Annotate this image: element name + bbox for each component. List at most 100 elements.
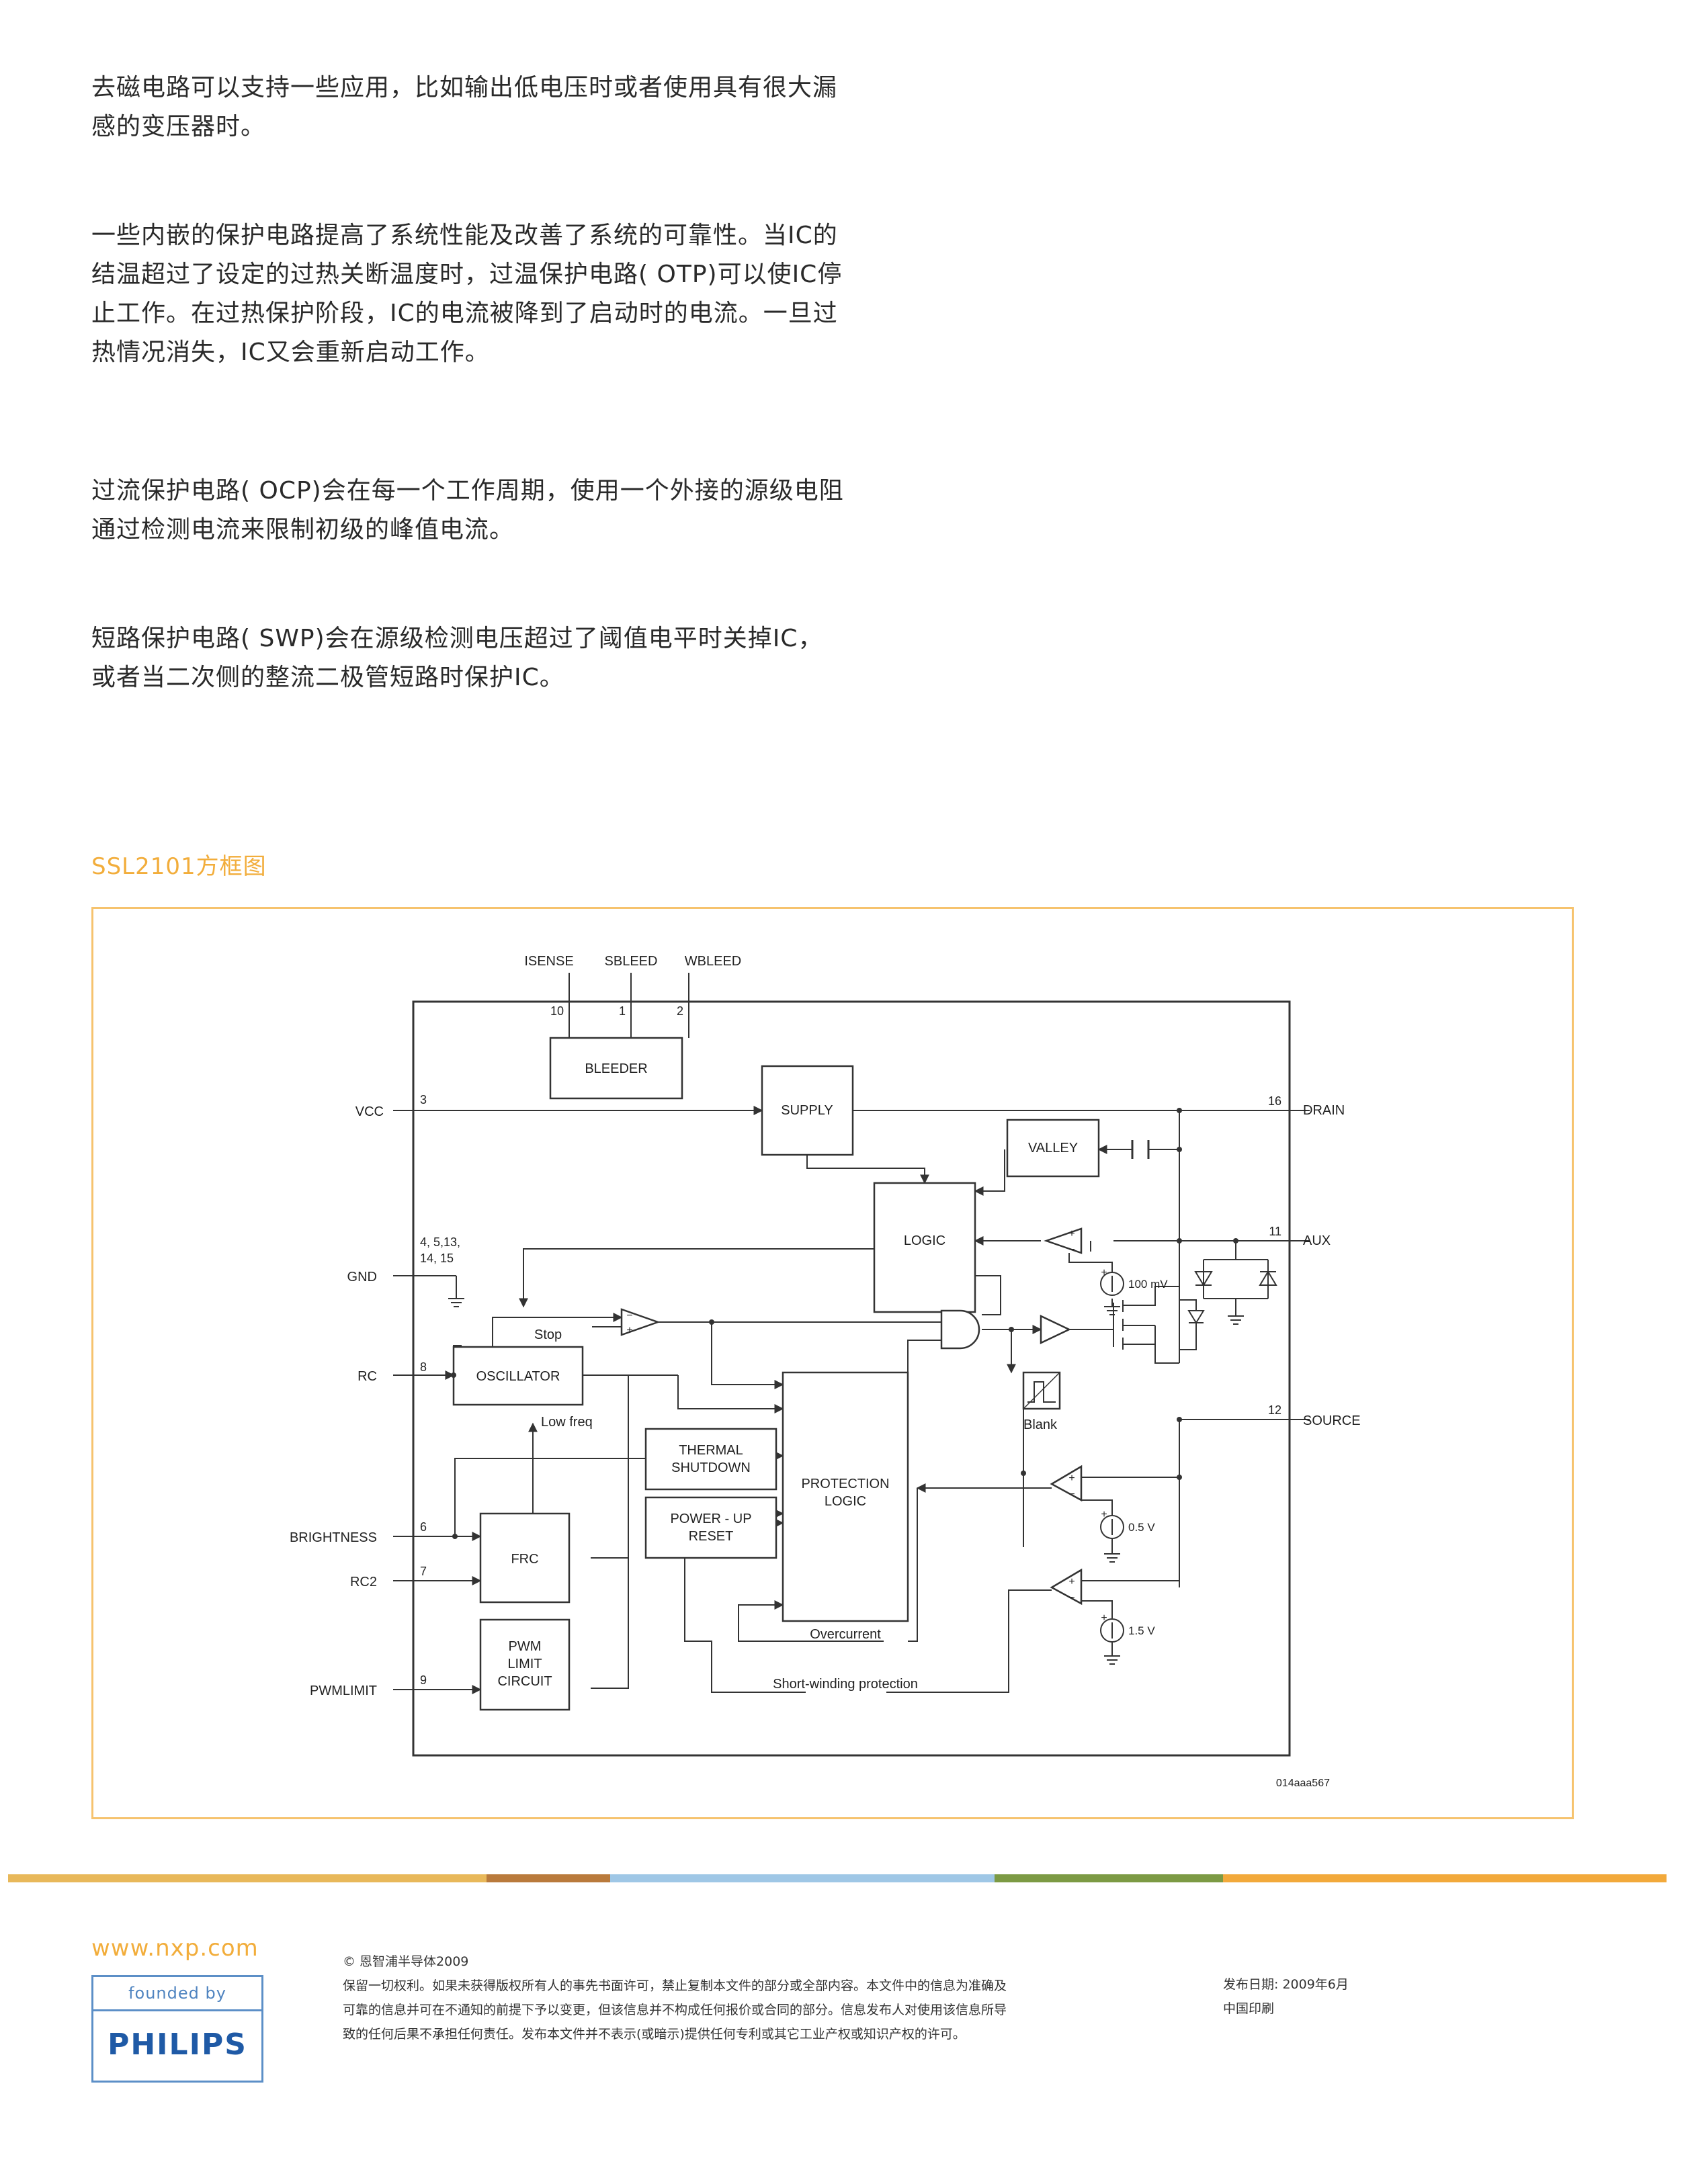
aux-comparator-plus: +: [1068, 1228, 1075, 1239]
bleeder-block: [549, 1037, 683, 1100]
pin-wbleed-label: WBLEED: [685, 954, 741, 969]
pin-rc-number: 8: [420, 1360, 427, 1374]
frc-block: [479, 1512, 571, 1604]
pin-aux-number: 11: [1269, 1225, 1281, 1238]
pin-gnd-label: GND: [347, 1270, 377, 1284]
pin-vcc-number: 3: [420, 1093, 427, 1106]
voltage-sources: [1100, 1272, 1124, 1643]
ref-05v-label: 0.5 V: [1128, 1521, 1155, 1534]
pwm-limit-block: [479, 1618, 571, 1711]
pin-source-label: SOURCE: [1303, 1413, 1361, 1428]
swp-comparator-plus: +: [1068, 1576, 1075, 1587]
pin-1-number: 1: [619, 1004, 626, 1018]
aux-comparator: [1044, 1227, 1083, 1254]
pin-isense-label: ISENSE: [524, 954, 573, 969]
thermal-shutdown-block: [644, 1428, 777, 1491]
section-title: SSL2101方框图: [91, 853, 267, 880]
publication-info: 发布日期: 2009年6月 中国印刷: [1223, 1972, 1425, 2021]
supply-block: [761, 1065, 854, 1156]
colorbar-segment-5: [1223, 1874, 1667, 1882]
pwm-label-3: CIRCUIT: [497, 1674, 552, 1689]
pin-pwmlimit-number: 9: [420, 1673, 427, 1687]
valley-label: VALLEY: [1028, 1141, 1078, 1155]
ref-15v-plus: +: [1101, 1612, 1107, 1624]
stop-label: Stop: [534, 1327, 562, 1342]
ocp-comparator: [1050, 1465, 1083, 1502]
logic-block: [873, 1182, 976, 1313]
pin-drain-label: DRAIN: [1303, 1103, 1345, 1118]
pin-gnd-number-1: 4, 5,13,: [420, 1235, 460, 1249]
printed-in: 中国印刷: [1223, 2001, 1275, 2016]
color-divider-bar: [8, 1874, 1667, 1882]
junction-dots: [451, 1108, 1238, 1539]
colorbar-segment-2: [487, 1874, 610, 1882]
colorbar-segment-4: [995, 1874, 1223, 1882]
block-diagram-frame: ISENSE SBLEED WBLEED 10 1 2 VCC 3 GND 4,…: [91, 907, 1574, 1819]
pin-pwmlimit-label: PWMLIMIT: [310, 1684, 377, 1698]
pin-drain-number: 16: [1268, 1094, 1281, 1108]
overcurrent-label: Overcurrent: [810, 1627, 881, 1642]
pin-brightness-label: BRIGHTNESS: [290, 1530, 377, 1545]
ocp-comparator-minus: −: [1068, 1489, 1075, 1500]
logic-label: LOGIC: [904, 1233, 945, 1248]
figure-id: 014aaa567: [1276, 1778, 1330, 1789]
frc-label: FRC: [511, 1552, 538, 1567]
powerup-label-1: POWER - UP: [670, 1512, 751, 1526]
philips-logo: founded by PHILIPS: [91, 1975, 263, 2083]
copyright-line-1: 保留一切权利。如果未获得版权所有人的事先书面许可，禁止复制本文件的部分或全部内容…: [343, 1978, 1007, 1993]
pin-vcc-label: VCC: [355, 1104, 384, 1119]
nxp-url-link[interactable]: www.nxp.com: [91, 1935, 259, 1962]
aux-comparator-minus: −: [1068, 1244, 1075, 1256]
pin-source-number: 12: [1268, 1403, 1281, 1417]
protection-label-1: PROTECTION: [801, 1477, 889, 1491]
oscillator-label: OSCILLATOR: [476, 1369, 560, 1384]
ref-15v-label: 1.5 V: [1128, 1624, 1155, 1637]
swp-comparator: [1050, 1568, 1083, 1606]
valley-capacitor-icon: [1131, 1140, 1150, 1159]
pin-rc-label: RC: [357, 1369, 377, 1384]
ref-05v-plus: +: [1101, 1509, 1107, 1520]
stop-comparator: [620, 1308, 661, 1336]
and-gate: [940, 1309, 980, 1350]
short-winding-label: Short-winding protection: [773, 1677, 918, 1692]
power-mosfet-icon: [1113, 1286, 1205, 1364]
paragraph-ocp: 过流保护电路( OCP)会在每一个工作周期，使用一个外接的源级电阻通过检测电流来…: [91, 477, 844, 543]
copyright-line-3: 致的任何后果不承担任何责任。发布本文件并不表示(或暗示)提供任何专利或其它工业产…: [343, 2027, 966, 2042]
philips-wordmark: PHILIPS: [108, 2027, 247, 2062]
colorbar-segment-3: [610, 1874, 995, 1882]
supply-label: SUPPLY: [781, 1103, 833, 1118]
pin-10-number: 10: [550, 1004, 564, 1018]
gate-driver: [1040, 1315, 1071, 1344]
pin-rc2-number: 7: [420, 1565, 427, 1578]
paragraph-swp: 短路保护电路( SWP)会在源级检测电压超过了阈值电平时关掉IC，或者当二次侧的…: [91, 625, 823, 691]
thermal-label-2: SHUTDOWN: [671, 1460, 751, 1475]
thermal-label-1: THERMAL: [679, 1443, 743, 1458]
oscillator-block: [452, 1346, 584, 1406]
wires: [393, 973, 1310, 1694]
pin-sbleed-label: SBLEED: [605, 954, 658, 969]
pin-gnd-number-2: 14, 15: [420, 1252, 454, 1265]
ref-100mv-plus: +: [1101, 1267, 1107, 1278]
blocks: [452, 1037, 1100, 1711]
valley-block: [1006, 1119, 1100, 1178]
comparators: [620, 1227, 1083, 1606]
colorbar-segment-1: [8, 1874, 487, 1882]
copyright-notice: © 恩智浦半导体2009 保留一切权利。如果未获得版权所有人的事先书面许可，禁止…: [343, 1950, 1163, 2046]
pwm-label-1: PWM: [509, 1639, 542, 1654]
stop-comparator-minus: −: [626, 1310, 632, 1321]
founded-by-label: founded by: [93, 1977, 261, 2011]
power-up-reset-block: [644, 1496, 777, 1559]
swp-comparator-minus: −: [1068, 1592, 1075, 1604]
pin-brightness-number: 6: [420, 1520, 427, 1534]
ref-100mv-label: 100 mV: [1128, 1278, 1168, 1291]
publication-date: 发布日期: 2009年6月: [1223, 1977, 1349, 1992]
pin-2-number: 2: [677, 1004, 683, 1018]
blank-label: Blank: [1023, 1417, 1058, 1432]
aux-diodes-icon: [1194, 1270, 1277, 1286]
protection-label-2: LOGIC: [825, 1494, 866, 1509]
pin-aux-label: AUX: [1303, 1233, 1331, 1248]
ic-outline: [412, 1000, 1291, 1757]
paragraph-demagnetization: 去磁电路可以支持一些应用，比如输出低电压时或者使用具有很大漏感的变压器时。: [91, 74, 838, 140]
low-freq-label: Low freq: [541, 1415, 593, 1430]
powerup-label-2: RESET: [689, 1529, 734, 1544]
